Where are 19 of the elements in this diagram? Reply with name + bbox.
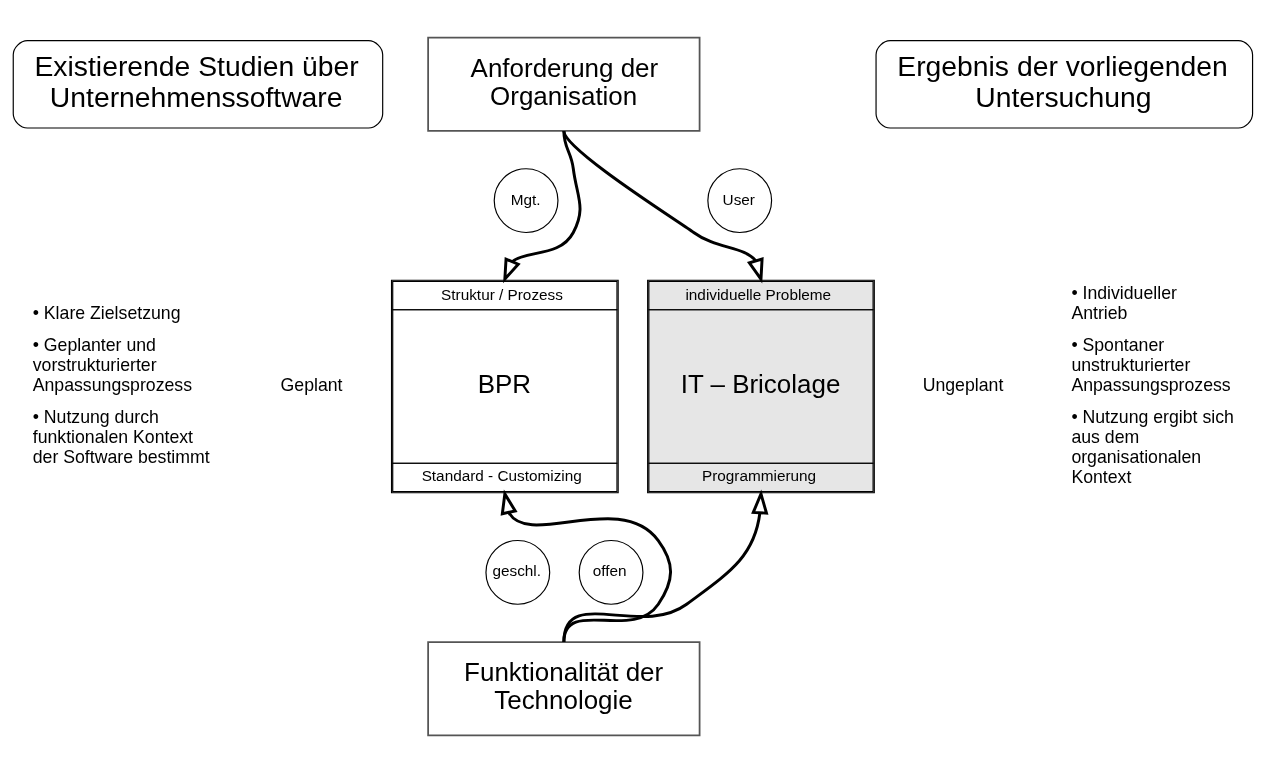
label: • Nutzung durch funktionalen Kontext der Software bestimmt — [32, 407, 210, 468]
label: Ungeplant — [922, 375, 1004, 396]
label: • Individueller Antrieb — [1071, 283, 1177, 324]
node-box: Funktionalität der Technologie — [427, 641, 701, 737]
node-box: Anforderung der Organisation — [427, 36, 701, 132]
arrow — [562, 130, 764, 284]
node-circle: User — [707, 168, 773, 234]
arrow — [503, 130, 582, 284]
label: • Klare Zielsetzung — [32, 303, 181, 324]
label: Geplant — [280, 375, 343, 396]
label: • Nutzung ergibt sich aus dem organisationalen Kontext — [1071, 407, 1234, 488]
node-circle: offen — [578, 539, 644, 605]
arrow — [562, 489, 769, 643]
node-circle: Mgt. — [493, 168, 559, 234]
label: • Geplanter und vorstrukturierter Anpassungsprozess — [32, 335, 193, 396]
node-box: Existierende Studien über Unternehmenssoftware — [12, 40, 384, 129]
node-box: Ergebnis der vorliegenden Untersuchung — [875, 40, 1254, 129]
label: • Spontaner unstrukturierter Anpassungsprozess — [1071, 335, 1231, 396]
node-circle: geschl. — [485, 539, 551, 605]
